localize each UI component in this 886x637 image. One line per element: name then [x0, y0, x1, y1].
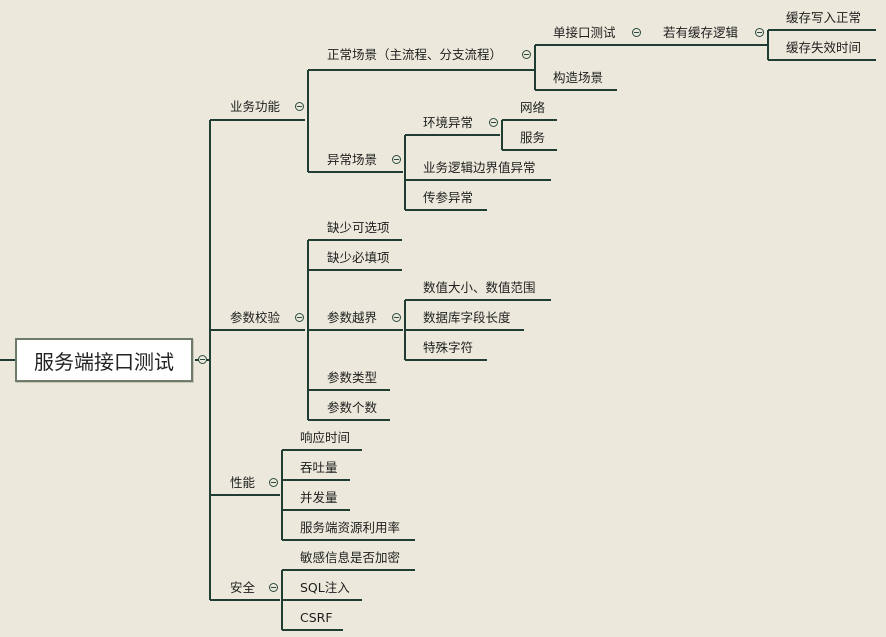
topic-db-field-length[interactable]: 数据库字段长度 [423, 310, 511, 325]
topic-cache-logic[interactable]: 若有缓存逻辑 [663, 25, 739, 40]
collapse-root-icon[interactable] [198, 355, 207, 364]
topic-response-time[interactable]: 响应时间 [300, 430, 351, 445]
collapse-single-api-icon[interactable] [632, 28, 641, 37]
collapse-env-error-icon[interactable] [489, 118, 498, 127]
collapse-security-icon[interactable] [269, 583, 278, 592]
topic-service[interactable]: 服务 [520, 130, 546, 145]
topic-network[interactable]: 网络 [520, 100, 546, 115]
topic-concurrency[interactable]: 并发量 [300, 490, 338, 505]
topic-security[interactable]: 安全 [230, 580, 256, 595]
collapse-out-of-range-icon[interactable] [392, 313, 401, 322]
topic-param-error[interactable]: 传参异常 [423, 190, 474, 205]
topic-normal-scene[interactable]: 正常场景（主流程、分支流程） [327, 47, 503, 62]
collapse-abnormal-scene-icon[interactable] [392, 155, 401, 164]
topic-abnormal-scene[interactable]: 异常场景 [327, 152, 378, 167]
collapse-business-icon[interactable] [295, 102, 304, 111]
topic-special-chars[interactable]: 特殊字符 [423, 340, 474, 355]
topic-resource-usage[interactable]: 服务端资源利用率 [300, 520, 401, 535]
topic-cache-expire[interactable]: 缓存失效时间 [786, 40, 862, 55]
topic-missing-optional[interactable]: 缺少可选项 [327, 220, 390, 235]
topic-out-of-range[interactable]: 参数越界 [327, 310, 378, 325]
topic-env-error[interactable]: 环境异常 [423, 115, 474, 130]
collapse-cache-logic-icon[interactable] [755, 28, 764, 37]
collapse-normal-scene-icon[interactable] [522, 50, 531, 59]
topic-param-type[interactable]: 参数类型 [327, 370, 378, 385]
topic-sql-injection[interactable]: SQL注入 [300, 580, 350, 595]
topic-single-api[interactable]: 单接口测试 [553, 25, 616, 40]
topic-missing-required[interactable]: 缺少必填项 [327, 250, 390, 265]
topic-perf[interactable]: 性能 [230, 475, 256, 490]
topic-params[interactable]: 参数校验 [230, 310, 281, 325]
topic-param-count[interactable]: 参数个数 [327, 400, 378, 415]
topic-build-scene[interactable]: 构造场景 [553, 70, 604, 85]
collapse-perf-icon[interactable] [269, 478, 278, 487]
topic-throughput[interactable]: 吞吐量 [300, 460, 338, 475]
collapse-params-icon[interactable] [295, 313, 304, 322]
topic-business[interactable]: 业务功能 [230, 99, 281, 114]
topic-csrf[interactable]: CSRF [300, 610, 333, 625]
topic-cache-write[interactable]: 缓存写入正常 [786, 10, 862, 25]
topic-sensitive-info[interactable]: 敏感信息是否加密 [300, 550, 401, 565]
topic-logic-boundary[interactable]: 业务逻辑边界值异常 [423, 160, 536, 175]
topic-value-range[interactable]: 数值大小、数值范围 [423, 280, 536, 295]
root-topic[interactable]: 服务端接口测试 [15, 338, 193, 382]
